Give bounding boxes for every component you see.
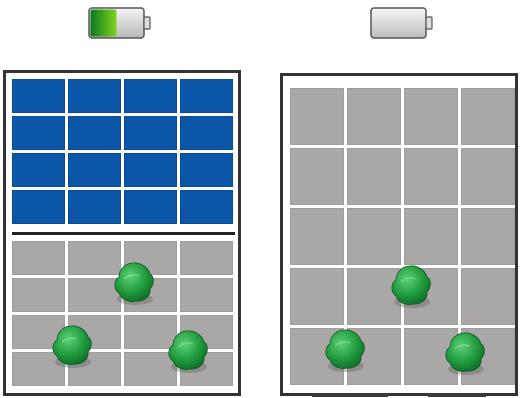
solar-cell [12, 153, 65, 187]
ground-tile [180, 241, 233, 275]
solar-cell [68, 116, 121, 150]
agrivoltaic-panel [3, 70, 241, 396]
panel-base [428, 393, 486, 397]
plant-icon [164, 327, 210, 375]
ground-tile [404, 88, 458, 145]
solar-cell [180, 190, 233, 224]
battery-charge-level [91, 10, 117, 37]
plant-icon [387, 262, 433, 310]
ground-tile [461, 268, 515, 325]
plant-icon [441, 329, 487, 377]
solar-cell [68, 79, 121, 113]
ground-tile [12, 241, 65, 275]
solar-cell [124, 190, 177, 224]
ground-only-panel [280, 73, 518, 396]
plant-icon [110, 259, 156, 307]
plant-icon [48, 322, 94, 370]
battery-charged-icon [88, 6, 152, 40]
ground-tile [347, 208, 401, 265]
solar-cell [12, 79, 65, 113]
ground-tile [12, 278, 65, 312]
ground-tile [180, 278, 233, 312]
ground-tile [347, 148, 401, 205]
ground-tile [404, 208, 458, 265]
solar-cell [68, 153, 121, 187]
solar-cell [180, 79, 233, 113]
ground-tile [404, 148, 458, 205]
ground-tile [290, 268, 344, 325]
solar-cell [12, 190, 65, 224]
ground-tile [461, 88, 515, 145]
ground-tile [290, 88, 344, 145]
ground-tile [461, 148, 515, 205]
solar-cell [180, 153, 233, 187]
solar-cell [12, 116, 65, 150]
solar-cell [124, 116, 177, 150]
ground-tile [290, 208, 344, 265]
plant-icon [321, 326, 367, 374]
ground-tile [461, 208, 515, 265]
panel-separator [12, 232, 235, 235]
solar-cell [180, 116, 233, 150]
panel-base [312, 393, 388, 397]
ground-tile [290, 148, 344, 205]
solar-cell [68, 190, 121, 224]
battery-empty-icon [370, 6, 434, 40]
ground-tile [347, 88, 401, 145]
solar-cell [124, 79, 177, 113]
solar-cell [124, 153, 177, 187]
